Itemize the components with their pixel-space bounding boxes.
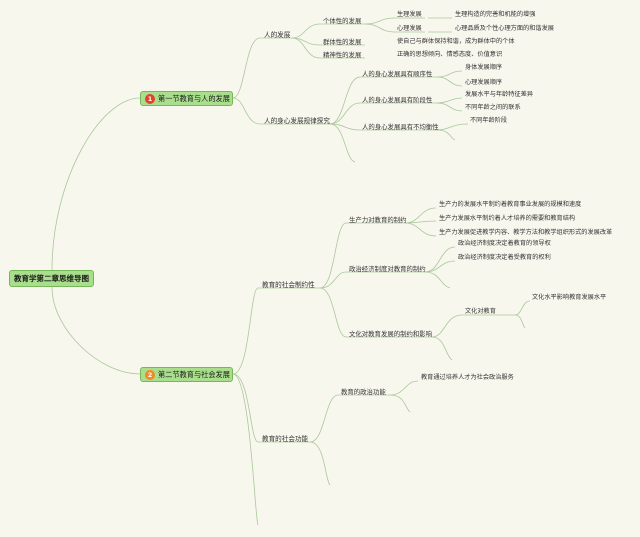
node-culture-constraint[interactable]: 文化对教育发展的制约和影响	[349, 330, 433, 338]
node-physical-development[interactable]: 生理发展	[397, 11, 422, 18]
node-social-constraint[interactable]: 教育的社会制约性	[262, 281, 315, 289]
node-social-function[interactable]: 教育的社会功能	[262, 435, 309, 443]
node-leadership[interactable]: 政治经济制度决定着教育的领导权	[458, 240, 551, 247]
section-label: 第一节教育与人的发展	[158, 93, 230, 103]
node-imbalance[interactable]: 人的身心发展具有不均衡性	[362, 123, 439, 131]
section-node-1[interactable]: 1 第一节教育与人的发展	[140, 91, 233, 106]
node-spiritual-development-desc[interactable]: 正确的思想倾向、情感态度、价值意识	[397, 51, 503, 58]
node-different-age-stages[interactable]: 不同年龄阶段	[470, 117, 508, 124]
node-individual-development[interactable]: 个体性的发展	[323, 17, 362, 25]
node-productivity-structure[interactable]: 生产力发展水平制约着人才培养的需要和教育结构	[439, 215, 576, 222]
node-culture-level[interactable]: 文化水平影响教育发展水平	[532, 294, 607, 301]
node-development-laws[interactable]: 人的身心发展规律探究	[264, 117, 330, 125]
node-human-development[interactable]: 人的发展	[264, 31, 291, 39]
node-group-development[interactable]: 群体性的发展	[323, 38, 362, 46]
node-age-connection[interactable]: 不同年龄之间的联系	[465, 104, 521, 111]
section-node-2[interactable]: 2 第二节教育与社会发展	[140, 367, 233, 382]
node-stage[interactable]: 人的身心发展具有阶段性	[362, 96, 433, 104]
section-number-badge: 2	[145, 369, 155, 380]
node-political-function[interactable]: 教育的政治功能	[341, 388, 386, 396]
node-culture-to-education[interactable]: 文化对教育	[465, 308, 496, 315]
node-body-sequence[interactable]: 身体发展顺序	[465, 64, 503, 71]
node-psychological-development[interactable]: 心理发展	[397, 25, 422, 32]
root-node[interactable]: 教育学第二章思维导图	[9, 270, 94, 287]
node-physical-development-desc[interactable]: 生理构造的完善和机能的增强	[455, 11, 536, 18]
node-productivity-reform[interactable]: 生产力发展促进教学内容、教学方法和教学组织形式的发展改革	[439, 229, 613, 236]
node-group-development-desc[interactable]: 使自己与群体保持和谐，成为群体中的个体	[397, 38, 515, 45]
section-number-badge: 1	[145, 93, 155, 104]
node-political-economic-constraint[interactable]: 政治经济制度对教育的制约	[349, 265, 426, 273]
node-psychological-development-desc[interactable]: 心理品质及个性心理方面的和谐发展	[455, 25, 554, 32]
node-productivity-scale[interactable]: 生产力的发展水平制约着教育事业发展的规模和速度	[439, 201, 582, 208]
node-political-service[interactable]: 教育通过培养人才为社会政治服务	[421, 374, 514, 381]
node-spiritual-development[interactable]: 精神性的发展	[323, 51, 362, 59]
node-mind-sequence[interactable]: 心理发展顺序	[465, 79, 503, 86]
node-productivity-constraint[interactable]: 生产力对教育的制约	[349, 216, 407, 224]
section-label: 第二节教育与社会发展	[158, 369, 230, 379]
node-age-difference[interactable]: 发展水平与年龄特征差异	[465, 91, 534, 98]
node-sequential[interactable]: 人的身心发展具有顺序性	[362, 70, 433, 78]
node-right-to-education[interactable]: 政治经济制度决定着受教育的权利	[458, 254, 551, 261]
